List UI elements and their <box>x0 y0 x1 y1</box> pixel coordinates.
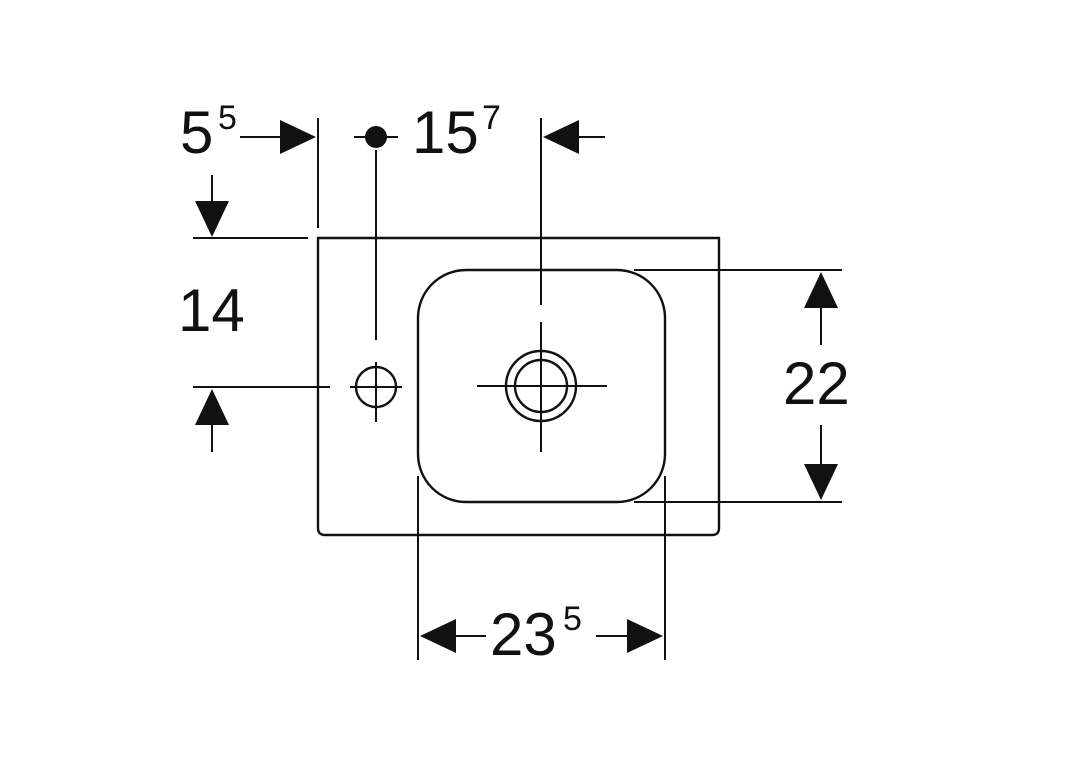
dimension-left-offset-sup: 5 <box>218 99 237 137</box>
dimension-drain-offset-value: 15 <box>412 99 479 166</box>
dimension-bowl-width-value: 23 <box>490 601 557 668</box>
dimension-bowl-width: 23 5 <box>420 600 663 668</box>
dimension-tap-depth-value: 14 <box>178 277 245 344</box>
dimension-drain-offset: 15 7 <box>412 99 605 166</box>
dimension-tap-depth: 14 <box>178 175 245 452</box>
dimension-bowl-depth: 22 <box>783 272 850 500</box>
drain-icon <box>477 322 607 452</box>
dimension-left-offset-value: 5 <box>180 99 213 166</box>
dimension-bowl-depth-value: 22 <box>783 350 850 417</box>
tap-position-marker <box>354 126 398 148</box>
dimension-bowl-width-sup: 5 <box>563 600 582 638</box>
extension-lines <box>193 118 842 660</box>
dimension-left-offset: 5 5 <box>180 99 316 166</box>
basin-outline <box>316 236 721 537</box>
tap-hole-icon <box>350 362 402 422</box>
dimension-drain-offset-sup: 7 <box>482 99 501 137</box>
